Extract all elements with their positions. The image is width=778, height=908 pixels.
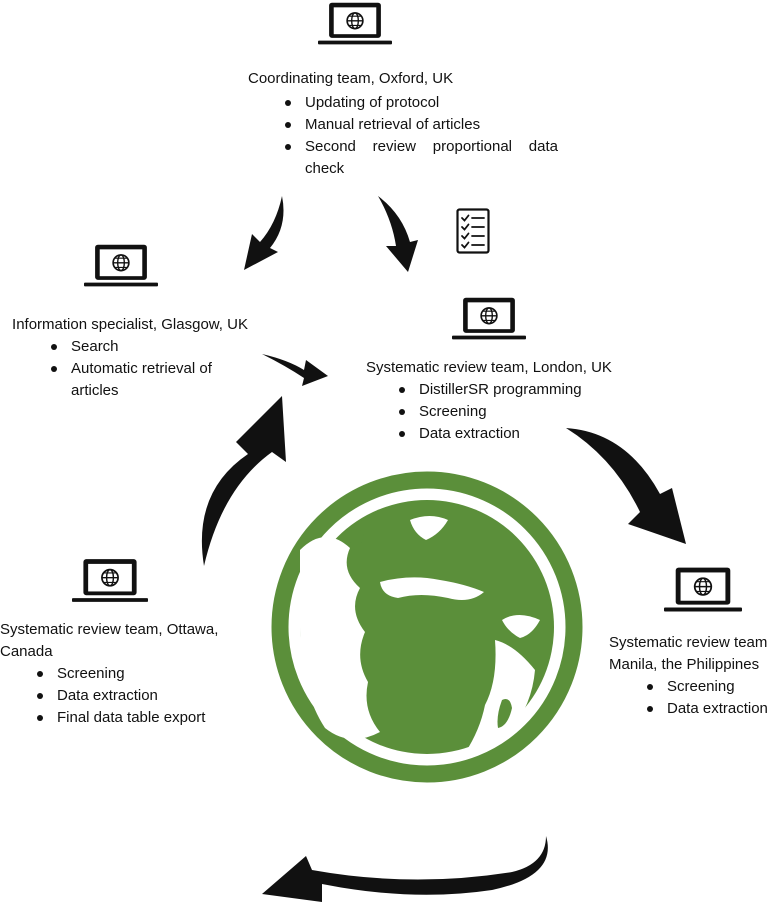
earth-globe-icon: [271, 471, 583, 783]
node-ottawa: Systematic review team, Ottawa, Canada S…: [0, 619, 245, 729]
list-item: Screening: [639, 676, 778, 698]
node-title: Information specialist, Glasgow, UK: [12, 316, 248, 333]
node-title: Coordinating team, Oxford, UK: [248, 70, 454, 87]
arrow-ottawa-to-glasgow: [201, 396, 286, 566]
laptop-globe-icon-london: [452, 295, 526, 343]
list-item: Screening: [391, 401, 636, 423]
list-item: Updating of protocol: [277, 92, 558, 114]
node-title: Systematic review team, London, UK: [366, 359, 612, 376]
laptop-globe-icon-glasgow: [84, 242, 158, 290]
laptop-globe-icon-oxford: [318, 0, 392, 48]
node-oxford: Coordinating team, Oxford, UK Updating o…: [248, 68, 558, 180]
list-item: Manual retrieval of articles: [277, 114, 558, 136]
laptop-globe-icon-manila: [664, 565, 742, 615]
node-manila: Systematic review team Manila, the Phili…: [609, 632, 778, 720]
arrow-london-to-manila: [566, 428, 686, 544]
list-item: DistillerSR programming: [391, 379, 636, 401]
list-item: Data extraction: [639, 698, 778, 720]
list-item: Automatic retrieval of articles: [43, 358, 243, 402]
node-london: Systematic review team, London, UK Disti…: [366, 357, 636, 445]
arrow-glasgow-to-london: [262, 354, 328, 386]
list-item: Screening: [29, 663, 245, 685]
node-title: Systematic review team, Ottawa, Canada: [0, 621, 219, 660]
list-item: Data extraction: [391, 423, 636, 445]
list-item: Data extraction: [29, 685, 245, 707]
checklist-icon: [456, 208, 490, 254]
laptop-globe-icon-ottawa: [72, 556, 148, 606]
arrow-oxford-to-london: [378, 196, 418, 272]
list-item: Second review proportional data check: [277, 136, 558, 180]
arrow-oxford-to-glasgow: [244, 196, 284, 270]
list-item: Search: [43, 336, 243, 358]
list-item: Final data table export: [29, 707, 245, 729]
node-title: Systematic review team Manila, the Phili…: [609, 634, 768, 673]
node-glasgow: Information specialist, Glasgow, UK Sear…: [10, 314, 260, 402]
arrow-manila-to-ottawa: [262, 836, 548, 902]
